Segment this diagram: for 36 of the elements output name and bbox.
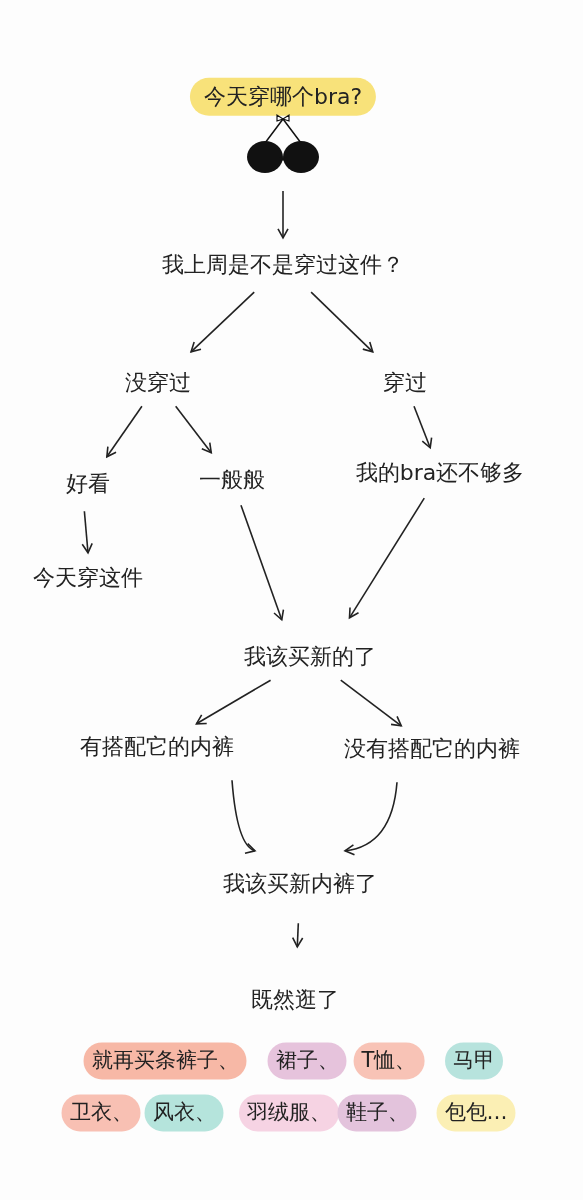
highlighted-text: 包包… xyxy=(436,1094,516,1132)
highlighted-text: 鞋子、 xyxy=(337,1094,417,1132)
step-text: 一般般 xyxy=(199,466,265,494)
arrow xyxy=(106,405,143,458)
step-text: 我上周是不是穿过这件？ xyxy=(162,251,404,279)
highlighted-text: 羽绒服、 xyxy=(239,1094,339,1132)
step-text: 没有搭配它的内裤 xyxy=(344,735,520,763)
step-text: 好看 xyxy=(66,470,110,498)
step-text: 我的bra还不够多 xyxy=(355,459,525,487)
highlighted-text: 风衣、 xyxy=(144,1094,224,1132)
step-text: 穿过 xyxy=(383,369,427,397)
arrow xyxy=(81,510,93,554)
highlighted-text: 卫衣、 xyxy=(61,1094,141,1132)
step-text: 既然逛了 xyxy=(251,986,339,1014)
arrow xyxy=(240,504,285,621)
highlighted-text: 马甲 xyxy=(445,1042,503,1080)
step-text: 我该买新的了 xyxy=(244,643,376,671)
arrow xyxy=(174,405,213,454)
highlighted-text: T恤、 xyxy=(353,1042,425,1080)
highlighted-text: 裙子、 xyxy=(267,1042,347,1080)
arrow xyxy=(413,405,433,449)
step-text: 有搭配它的内裤 xyxy=(80,733,234,761)
arrow xyxy=(291,922,304,948)
arrow xyxy=(277,190,289,239)
arrow xyxy=(195,679,272,725)
step-text: 没穿过 xyxy=(125,369,191,397)
step-text: 今天穿这件 xyxy=(33,564,143,592)
highlighted-text: 今天穿哪个bra? xyxy=(189,77,377,117)
highlighted-text: 就再买条裤子、 xyxy=(83,1042,247,1080)
arrow xyxy=(231,779,256,853)
arrow xyxy=(310,291,374,353)
arrow xyxy=(339,679,403,727)
arrow xyxy=(190,291,255,353)
arrow xyxy=(348,497,426,619)
step-text: 我该买新内裤了 xyxy=(223,870,377,898)
arrow xyxy=(344,781,398,856)
